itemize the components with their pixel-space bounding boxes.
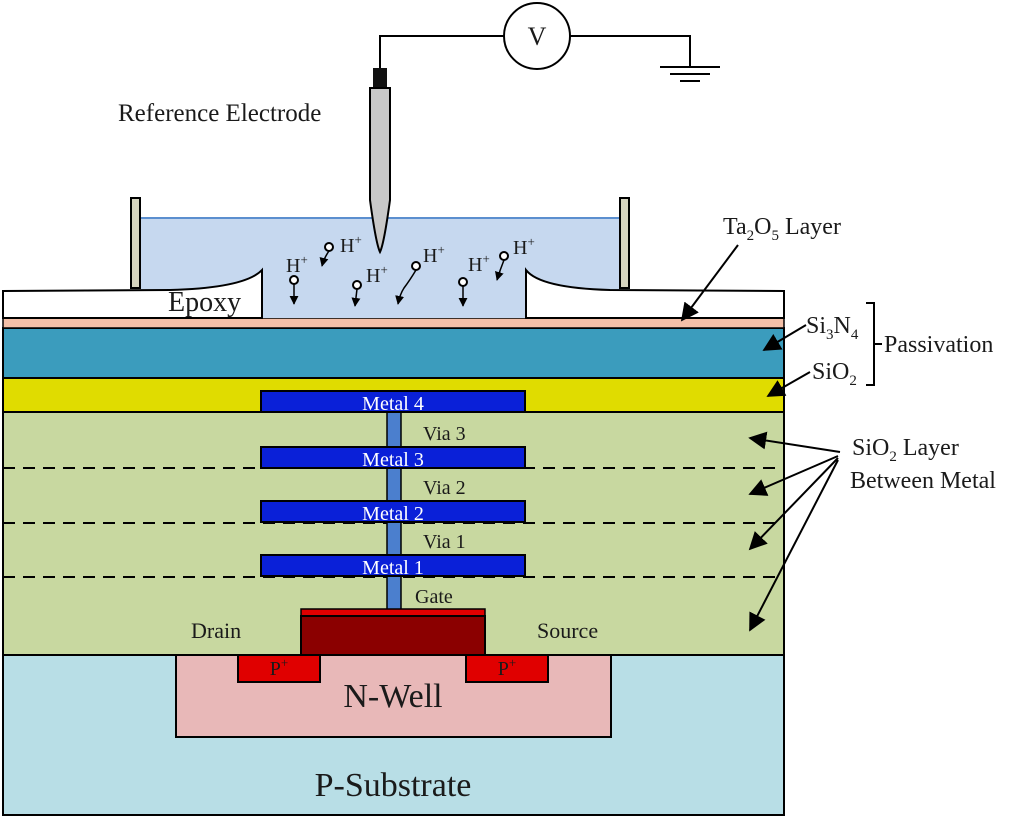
- reference-electrode: [369, 87, 391, 255]
- gate-oxide: [300, 608, 486, 617]
- gate-poly: [300, 615, 486, 656]
- p-plus-source: [465, 654, 549, 683]
- ta2o5-label: Ta2O5 Layer: [723, 214, 841, 244]
- sio2-layer-arrow: [748, 455, 839, 496]
- h-plus-ion: H+: [351, 262, 388, 307]
- sio2-passivation-arrow: [766, 371, 811, 397]
- p-plus-source-label: P+: [498, 655, 516, 680]
- gate-label: Gate: [415, 586, 453, 608]
- epoxy-right: [525, 267, 785, 319]
- h-plus-ion: H+: [395, 242, 445, 305]
- n-well-label: N-Well: [343, 678, 442, 715]
- metal-3: [260, 446, 526, 469]
- wire-electrode: [379, 35, 504, 70]
- svg-text:H+: H+: [513, 234, 535, 259]
- svg-text:H+: H+: [286, 252, 308, 277]
- p-substrate-label: P-Substrate: [315, 767, 472, 804]
- si3n4-layer: [2, 327, 785, 379]
- metal-4-label: Metal 4: [362, 393, 424, 415]
- metal-1-label: Metal 1: [362, 557, 424, 579]
- epoxy-left: [1, 267, 263, 319]
- sio2-passivation-label: SiO2: [812, 359, 857, 389]
- container-wall-right: [619, 197, 630, 289]
- wire-ground: [570, 35, 691, 67]
- svg-text:H+: H+: [423, 242, 445, 267]
- ta2o5-arrow: [680, 244, 739, 322]
- sio2-layer-arrow: [748, 457, 839, 551]
- svg-text:H+: H+: [468, 251, 490, 276]
- p-plus-drain-label: P+: [270, 655, 288, 680]
- svg-text:H+: H+: [366, 262, 388, 287]
- metal-4: [260, 390, 526, 413]
- metal-2: [260, 500, 526, 523]
- si3n4-label: Si3N4: [806, 313, 859, 343]
- voltmeter: [503, 2, 571, 70]
- passivation-label: Passivation: [884, 332, 993, 358]
- passivation-bracket: [866, 302, 882, 386]
- svg-text:H+: H+: [340, 232, 362, 257]
- si3n4-arrow: [762, 324, 807, 351]
- metal-3-label: Metal 3: [362, 449, 424, 471]
- via-3-label: Via 3: [423, 423, 466, 445]
- via-1-label: Via 1: [423, 531, 466, 553]
- container-wall-left: [130, 197, 141, 289]
- via-2-label: Via 2: [423, 477, 466, 499]
- sio2-layer-label: SiO2 Layer: [852, 435, 959, 465]
- drain-label: Drain: [191, 618, 241, 643]
- reference-electrode-label: Reference Electrode: [118, 100, 321, 127]
- h-plus-ion: H+: [286, 252, 308, 305]
- h-plus-ion: H+: [319, 232, 362, 267]
- ta2o5-layer: [2, 317, 785, 329]
- h-plus-ion: H+: [458, 251, 490, 307]
- voltmeter-label: V: [528, 22, 547, 51]
- sio2-layer-label-line2: Between Metal: [850, 468, 996, 494]
- h-plus-ion: H+: [495, 234, 535, 281]
- sio2-layer-arrow: [749, 459, 839, 632]
- sio2-layer-arrow: [748, 431, 841, 453]
- epoxy-label: Epoxy: [168, 287, 241, 318]
- source-label: Source: [537, 618, 598, 643]
- metal-1: [260, 554, 526, 577]
- metal-2-label: Metal 2: [362, 503, 424, 525]
- electrode-connector: [373, 68, 387, 88]
